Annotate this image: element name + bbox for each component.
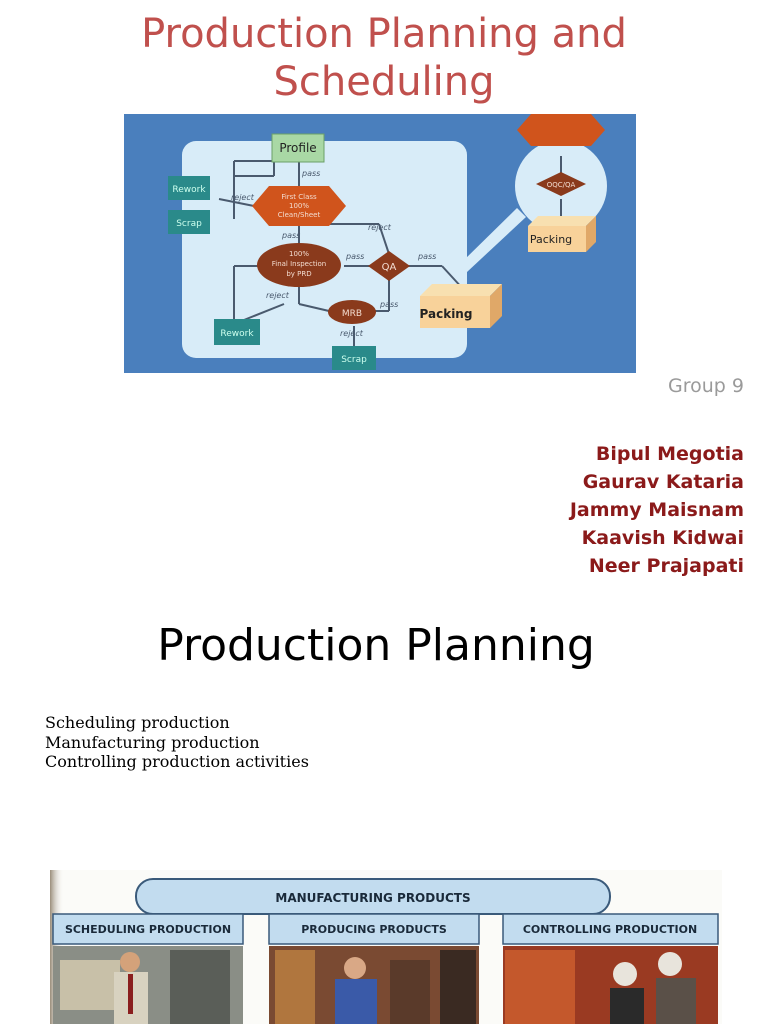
member-name: Gaurav Kataria bbox=[582, 471, 744, 493]
reject-label-1: reject bbox=[231, 193, 255, 202]
section-title: Production Planning bbox=[157, 620, 595, 671]
final-line-1: 100% bbox=[289, 250, 309, 258]
manufacturing-photo-figure: MANUFACTURING PRODUCTS SCHEDULING PRODUC… bbox=[50, 870, 722, 1024]
packing-label-1: Packing bbox=[420, 307, 473, 321]
inspection-line-2: 100% bbox=[289, 202, 309, 210]
scrap-label-1: Scrap bbox=[176, 219, 202, 229]
banner-label: MANUFACTURING PRODUCTS bbox=[275, 891, 470, 905]
member-name: Neer Prajapati bbox=[588, 555, 744, 577]
pass-label-3: pass bbox=[345, 252, 364, 261]
reject-label-2: reject bbox=[368, 223, 392, 232]
member-name: Kaavish Kidwai bbox=[581, 527, 744, 549]
pass-label-5: pass bbox=[379, 300, 398, 309]
oqa-label: OQC/QA bbox=[547, 181, 576, 189]
pass-label-4: pass bbox=[417, 252, 436, 261]
qa-label: QA bbox=[382, 262, 397, 273]
final-line-2: Final Inspection bbox=[272, 260, 327, 268]
slide-title: Production Planning and Scheduling bbox=[0, 10, 768, 106]
mrb-label: MRB bbox=[342, 309, 362, 319]
column-label: PRODUCING PRODUCTS bbox=[301, 923, 447, 936]
pass-label-1: pass bbox=[301, 169, 320, 178]
bullet-item: Controlling production activities bbox=[45, 752, 309, 771]
pass-label-2: pass bbox=[281, 231, 300, 240]
scrap-label-2: Scrap bbox=[341, 355, 367, 365]
profile-label: Profile bbox=[279, 141, 316, 155]
inspection-line-3: Clean/Sheet bbox=[278, 211, 321, 219]
packing-label-2: Packing bbox=[530, 233, 572, 246]
bullet-list: Scheduling production Manufacturing prod… bbox=[45, 713, 309, 772]
rework-label-2: Rework bbox=[220, 329, 254, 339]
reject-label-4: reject bbox=[340, 329, 364, 338]
bullet-item: Scheduling production bbox=[45, 713, 230, 732]
rework-label-1: Rework bbox=[172, 185, 206, 195]
process-flow-diagram: Profile First Class 100% Clean/Sheet Rew… bbox=[124, 114, 636, 373]
final-line-3: by PRD bbox=[286, 270, 311, 278]
reject-label-3: reject bbox=[266, 291, 290, 300]
title-line-1: Production Planning and bbox=[141, 11, 627, 57]
column-label: SCHEDULING PRODUCTION bbox=[65, 923, 231, 936]
title-line-2: Scheduling bbox=[273, 59, 495, 105]
group-label: Group 9 bbox=[668, 375, 744, 397]
member-name: Jammy Maisnam bbox=[569, 499, 744, 521]
inspection-line-1: First Class bbox=[281, 193, 317, 201]
column-label: CONTROLLING PRODUCTION bbox=[523, 923, 697, 936]
bullet-item: Manufacturing production bbox=[45, 732, 260, 752]
member-name: Bipul Megotia bbox=[595, 443, 744, 465]
member-list: Bipul Megotia Gaurav Kataria Jammy Maisn… bbox=[570, 440, 744, 580]
